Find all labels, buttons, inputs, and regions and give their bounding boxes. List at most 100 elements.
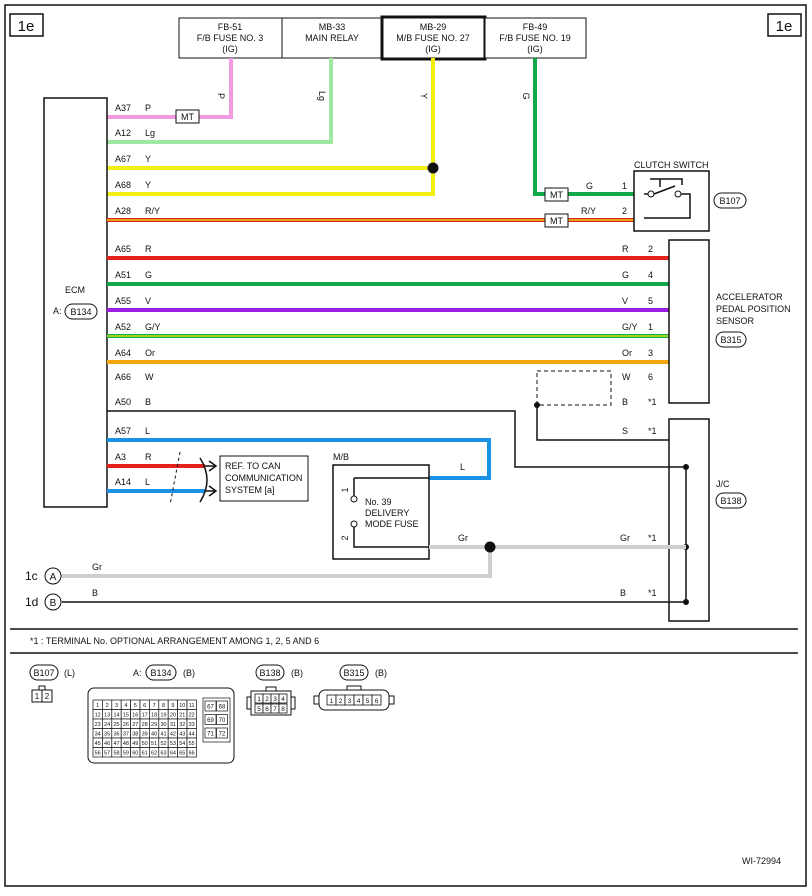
b134-pin: 62 [151, 751, 157, 757]
can-ref-text: COMMUNICATION [225, 473, 302, 483]
b107-lock [38, 685, 46, 691]
b134-pin: 63 [160, 751, 166, 757]
wire-label-p: P [216, 93, 226, 99]
wire-right-code: R [622, 244, 629, 254]
wire-right-code: W [622, 372, 631, 382]
b134-pin: 4 [124, 703, 127, 709]
b315-pin: 3 [348, 698, 352, 705]
b134-pin: 65 [179, 751, 185, 757]
b134-pin: 10 [179, 703, 185, 709]
fuse-feed-wires: P Lg Y G [107, 58, 644, 196]
ecm-pin-label: A12 [115, 128, 131, 138]
b134-pin: 29 [151, 722, 157, 728]
jc-label: J/C [716, 479, 730, 489]
b134-pin: 40 [151, 732, 157, 738]
ground-circle-b [44, 593, 62, 611]
b134-pin: 15 [123, 713, 129, 719]
ground-letter: A [50, 572, 57, 583]
ecm-pin-label: A52 [115, 322, 131, 332]
b134-pin: 58 [113, 751, 119, 757]
b134-pin-cell [204, 714, 217, 725]
b134-pin: 26 [123, 722, 129, 728]
b315-pin: 1 [330, 698, 334, 705]
b134-pin: 38 [132, 732, 138, 738]
b134-pin: 72 [219, 732, 226, 738]
fuse-name: MAIN RELAY [305, 33, 359, 43]
b134-pin: 60 [132, 751, 138, 757]
legend-id: B315 [343, 668, 364, 678]
mb-fuse-box [332, 464, 430, 560]
wire-right-code: B [622, 397, 628, 407]
b134-pin: 71 [207, 732, 214, 738]
ecm-connector-id: B134 [70, 307, 91, 317]
ecm-wire-code: Lg [145, 128, 155, 138]
mb-wire-gr: Gr [458, 533, 468, 543]
clutch-connector-badge [713, 192, 747, 209]
can-arrow-1 [205, 460, 218, 472]
legend-id: B138 [259, 668, 280, 678]
junction-dot [484, 541, 496, 553]
legend-prefix: A: [133, 668, 142, 678]
b134-pin: 52 [160, 741, 166, 747]
ground-tag: 1c [25, 569, 38, 583]
b134-pin: 27 [132, 722, 138, 728]
wire-right-code: R/Y [581, 206, 596, 216]
b134-pin: 28 [142, 722, 148, 728]
wire-label-lg: Lg [317, 91, 327, 101]
b134-pin: 37 [123, 732, 129, 738]
fuse-code: MB-33 [319, 22, 346, 32]
b134-pin: 45 [95, 741, 101, 747]
app-sensor-connector-id: B315 [720, 335, 741, 345]
ecm-wire-code: Or [145, 348, 155, 358]
can-bracket [199, 457, 208, 503]
page-tag-right-box [767, 13, 802, 37]
b134-pin: 57 [104, 751, 110, 757]
ecm-wire-code: W [145, 372, 154, 382]
legend-badge-b107 [29, 664, 59, 681]
b315-pin-cell [371, 694, 382, 706]
ecm-wire-code: L [145, 477, 150, 487]
b134-pin-cell [204, 700, 217, 712]
ecm-wire-code: B [145, 397, 151, 407]
wire-right-pin: 3 [648, 348, 653, 358]
mt-label: MT [550, 190, 563, 200]
b315-pin: 2 [339, 698, 343, 705]
b138-pin-cell [278, 703, 288, 714]
ecm-wire-code: G/Y [145, 322, 161, 332]
b134-pin: 39 [142, 732, 148, 738]
b138-pin: 8 [281, 706, 285, 713]
ground-tag: 1d [25, 595, 38, 609]
ecm-connector-badge [64, 303, 98, 320]
mb-fuse-pin1: 1 [340, 487, 350, 492]
fuse-ig: (IG) [527, 44, 543, 54]
b134-pin: 50 [142, 741, 148, 747]
fuse-box-fb51 [178, 17, 283, 59]
ecm-connector-prefix: A: [53, 306, 62, 316]
wire-right-code: G [622, 270, 629, 280]
b134-pin: 7 [153, 703, 156, 709]
b138-pin: 4 [281, 696, 285, 703]
b134-pin: 31 [170, 722, 176, 728]
page-tag-right: 1e [776, 18, 793, 35]
jc-connector-badge [715, 492, 747, 509]
ecm-wire-code: Y [145, 180, 151, 190]
mt-box-ry [544, 213, 569, 228]
jc-b-code: B [620, 588, 626, 598]
b134-pin: 5 [134, 703, 137, 709]
b107-pin: 2 [45, 692, 50, 701]
b138-pin: 3 [273, 696, 277, 703]
ground-code: Gr [92, 562, 102, 572]
app-sensor-label: PEDAL POSITION [716, 304, 791, 314]
b138-pin-cell [278, 693, 288, 704]
b134-pin: 68 [219, 705, 226, 711]
ground-letter: B [50, 598, 57, 609]
b315-pin: 6 [375, 698, 379, 705]
b138-lock [265, 686, 277, 692]
b134-pin: 70 [219, 718, 226, 724]
junction-dot [427, 162, 439, 174]
b134-pin: 66 [189, 751, 195, 757]
b134-pin: 8 [162, 703, 165, 709]
b138-tab [246, 696, 252, 710]
b134-pin: 35 [104, 732, 110, 738]
